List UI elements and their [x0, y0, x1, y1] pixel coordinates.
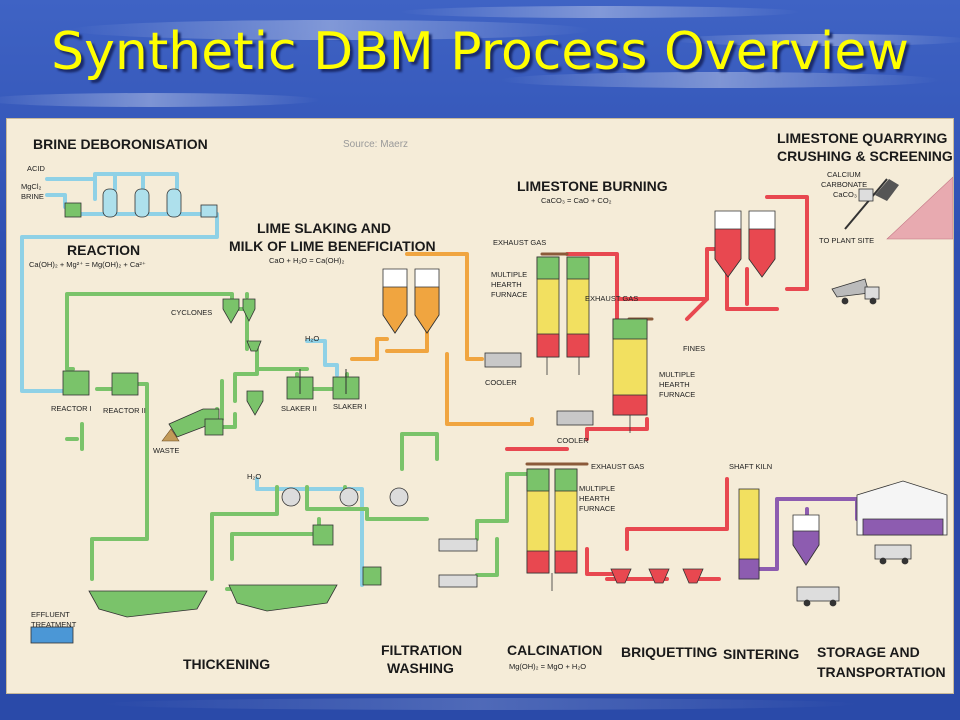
label-limestone-burning: LIMESTONE BURNING — [517, 178, 668, 194]
slakers — [286, 369, 360, 400]
label-brine: BRINE — [21, 192, 44, 201]
limestone-stockpile — [875, 176, 953, 240]
label-exhaust-gas-3: EXHAUST GAS — [591, 462, 644, 471]
eq-reaction: Ca(OH)₂ + Mg²⁺ = Mg(OH)₂ + Ca²⁺ — [29, 260, 146, 269]
label-mgcl2: MgCl₂ — [21, 182, 42, 191]
label-storage-1: STORAGE AND — [817, 644, 920, 660]
label-thickening: THICKENING — [183, 656, 270, 672]
label-cooler-2: COOLER — [557, 436, 589, 445]
trucks-transport — [796, 544, 912, 607]
label-mhf-2a: MULTIPLE — [659, 370, 695, 379]
label-to-plant: TO PLANT SITE — [819, 236, 874, 245]
eq-lime-slaking: CaO + H₂O = Ca(OH)₂ — [269, 256, 345, 265]
label-filtration-2: WASHING — [387, 660, 454, 676]
deboronisation-tanks — [64, 188, 218, 218]
shaft-kiln — [738, 488, 760, 580]
liquor-pipes — [65, 292, 529, 601]
label-mhf-1b: HEARTH — [491, 280, 522, 289]
filters — [281, 487, 478, 588]
cyclones — [222, 298, 264, 416]
label-reactor-1: REACTOR I — [51, 404, 92, 413]
label-storage-2: TRANSPORTATION — [817, 664, 946, 680]
furnace-3 — [526, 468, 578, 591]
quarry-conveyor — [844, 178, 888, 230]
label-mhf-3b: HEARTH — [579, 494, 610, 503]
label-caco3: CaCO₃ — [833, 190, 857, 199]
label-slaker-1: SLAKER I — [333, 402, 367, 411]
reactors — [62, 370, 139, 396]
label-waste: WASTE — [153, 446, 179, 455]
furnace-2 — [612, 318, 648, 433]
label-acid: ACID — [27, 164, 46, 173]
label-lime-slaking-2: MILK OF LIME BENEFICIATION — [229, 238, 436, 254]
label-effluent-2: TREATMENT — [31, 620, 77, 629]
eq-calcination: Mg(OH)₂ = MgO + H₂O — [509, 662, 586, 671]
label-quarry-1: LIMESTONE QUARRYING — [777, 130, 947, 146]
label-sintering: SINTERING — [723, 646, 799, 662]
label-reaction: REACTION — [67, 242, 140, 258]
label-mhf-3a: MULTIPLE — [579, 484, 615, 493]
label-briquetting: BRIQUETTING — [621, 644, 718, 660]
source-note: Source: Maerz — [343, 139, 408, 150]
furnace-1 — [536, 256, 590, 375]
label-exhaust-gas-1: EXHAUST GAS — [493, 238, 546, 247]
slide-title: Synthetic DBM Process Overview — [51, 22, 909, 82]
label-calcination: CALCINATION — [507, 642, 602, 658]
label-cooler-1: COOLER — [485, 378, 517, 387]
process-diagram: BRINE DEBORONISATION Source: Maerz LIMES… — [6, 118, 954, 694]
label-exhaust-gas-2: EXHAUST GAS — [585, 294, 638, 303]
truck-limestone — [831, 278, 880, 305]
storage-building — [856, 480, 948, 536]
limestone-silos — [714, 210, 776, 278]
classifier — [161, 408, 224, 442]
label-lime-slaking-1: LIME SLAKING AND — [257, 220, 391, 236]
label-h2o-1: H₂O — [305, 334, 319, 343]
thickeners — [30, 584, 338, 644]
label-fines: FINES — [683, 344, 705, 353]
coolers — [484, 352, 594, 426]
diagram-canvas: BRINE DEBORONISATION Source: Maerz LIMES… — [20, 130, 953, 680]
label-mhf-2c: FURNACE — [659, 390, 695, 399]
label-mhf-3c: FURNACE — [579, 504, 615, 513]
label-filtration-1: FILTRATION — [381, 642, 462, 658]
label-mhf-1a: MULTIPLE — [491, 270, 527, 279]
label-cyclones: CYCLONES — [171, 308, 212, 317]
label-h2o-2: H₂O — [247, 472, 261, 481]
label-reactor-2: REACTOR II — [103, 406, 146, 415]
label-shaft-kiln: SHAFT KILN — [729, 462, 772, 471]
label-effluent-1: EFFLUENT — [31, 610, 70, 619]
label-quarry-2: CRUSHING & SCREENING — [777, 148, 953, 164]
product-silo — [792, 514, 820, 566]
label-mhf-2b: HEARTH — [659, 380, 690, 389]
label-calcium-2: CARBONATE — [821, 180, 867, 189]
label-calcium-1: CALCIUM — [827, 170, 861, 179]
label-brine-deboronisation: BRINE DEBORONISATION — [33, 136, 208, 152]
eq-limestone-burning: CaCO₃ = CaO + CO₂ — [541, 196, 612, 205]
lime-silos — [382, 268, 440, 334]
briquetting-presses — [610, 568, 704, 584]
label-slaker-2: SLAKER II — [281, 404, 317, 413]
label-mhf-1c: FURNACE — [491, 290, 527, 299]
